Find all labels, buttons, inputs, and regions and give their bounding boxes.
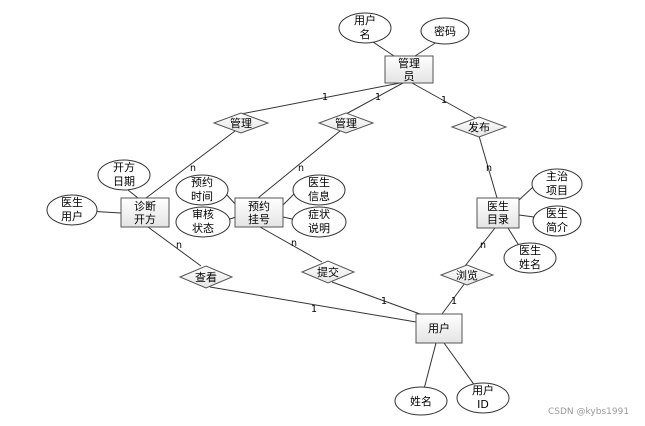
attribute-doctor-user-line2: 用户 bbox=[61, 209, 83, 223]
attribute-user-id-line1: 用户 bbox=[472, 383, 494, 397]
attribute-doctor-info-line1: 医生 bbox=[308, 175, 330, 189]
attribute-specialty-line2: 项目 bbox=[546, 184, 568, 197]
attribute-username: 用户 名 bbox=[338, 12, 392, 44]
watermark: CSDN @kybs1991 bbox=[548, 407, 630, 417]
attribute-symptom-desc: 症状 说明 bbox=[291, 206, 347, 238]
attribute-review-status: 审核 状态 bbox=[175, 206, 231, 238]
relationship-view: 查看 bbox=[178, 265, 234, 289]
entity-admin-label-line1: 管理 bbox=[398, 56, 420, 70]
attribute-symptom-desc-line1: 症状 bbox=[308, 207, 330, 221]
cardinality-admin-publish: 1 bbox=[441, 95, 447, 106]
attribute-doctor-intro: 医生 简介 bbox=[532, 205, 582, 237]
cardinality-browse-user: 1 bbox=[451, 296, 457, 307]
attribute-specialty: 主治 项目 bbox=[531, 168, 583, 200]
attribute-password-label: 密码 bbox=[434, 24, 456, 38]
cardinality-manage1-diagnosis: n bbox=[190, 163, 196, 174]
relationship-manage-1: 管理 bbox=[212, 112, 270, 134]
cardinality-labels: 1 1 1 n n n n n n 1 1 1 bbox=[176, 92, 492, 315]
relationship-view-label: 查看 bbox=[195, 270, 217, 284]
attribute-prescription-date-line1: 开方 bbox=[113, 160, 135, 174]
attribute-password: 密码 bbox=[420, 17, 470, 45]
attribute-doctor-info: 医生 信息 bbox=[292, 174, 346, 206]
entity-diagnosis-label-line1: 诊断 bbox=[134, 199, 156, 213]
attribute-prescription-date-line2: 日期 bbox=[113, 175, 135, 188]
attribute-symptom-desc-line2: 说明 bbox=[308, 221, 330, 235]
entity-appointment-label-line1: 预约 bbox=[248, 200, 270, 213]
attribute-review-status-line1: 审核 bbox=[192, 207, 214, 221]
cardinality-admin-manage1: 1 bbox=[322, 92, 328, 103]
entity-appointment: 预约 挂号 bbox=[234, 197, 284, 228]
attribute-user-id: 用户 ID bbox=[456, 382, 510, 414]
entity-admin: 管理 员 bbox=[384, 55, 434, 84]
cardinality-publish-doctorlist: n bbox=[486, 163, 492, 174]
relationship-submit: 提交 bbox=[300, 260, 356, 284]
relationship-manage-2-label: 管理 bbox=[335, 116, 357, 130]
attribute-doctor-name: 医生 姓名 bbox=[503, 242, 557, 274]
entity-diagnosis-label-line2: 开方 bbox=[134, 212, 156, 226]
attribute-review-status-line2: 状态 bbox=[192, 221, 214, 235]
relationship-manage-2: 管理 bbox=[317, 112, 375, 134]
entity-doctor-list-label-line2: 目录 bbox=[487, 213, 509, 226]
relationship-browse-label: 浏览 bbox=[456, 268, 478, 282]
attribute-doctor-user: 医生 用户 bbox=[46, 194, 98, 226]
attribute-prescription-date: 开方 日期 bbox=[97, 159, 151, 191]
attribute-appointment-time-line1: 预约 bbox=[191, 176, 213, 189]
cardinality-submit-user: 1 bbox=[381, 296, 387, 307]
entity-user-label: 用户 bbox=[428, 321, 450, 335]
attribute-user-name-label: 姓名 bbox=[410, 394, 432, 408]
attribute-specialty-line1: 主治 bbox=[546, 169, 568, 183]
attribute-user-id-line2: ID bbox=[477, 398, 489, 411]
attribute-doctor-name-line1: 医生 bbox=[519, 243, 541, 257]
entity-doctor-list-label-line1: 医生 bbox=[487, 199, 509, 213]
attribute-doctor-intro-line1: 医生 bbox=[546, 206, 568, 220]
attribute-doctor-user-line1: 医生 bbox=[61, 195, 83, 209]
relationship-publish: 发布 bbox=[450, 116, 508, 138]
relationship-submit-label: 提交 bbox=[317, 265, 339, 279]
attribute-doctor-name-line2: 姓名 bbox=[519, 257, 541, 271]
entity-admin-label-line2: 员 bbox=[404, 70, 415, 83]
entity-user: 用户 bbox=[415, 313, 463, 344]
attribute-doctor-intro-line2: 简介 bbox=[546, 220, 568, 234]
entity-doctor-list: 医生 目录 bbox=[476, 197, 520, 229]
cardinality-manage2-appointment: n bbox=[298, 163, 304, 174]
relationship-manage-1-label: 管理 bbox=[230, 116, 252, 130]
attribute-username-line1: 用户 bbox=[354, 13, 376, 27]
cardinality-appointment-submit: n bbox=[291, 238, 297, 249]
attribute-doctor-info-line2: 信息 bbox=[308, 189, 330, 203]
attribute-username-line2: 名 bbox=[360, 27, 371, 41]
cardinality-admin-manage2: 1 bbox=[375, 92, 381, 103]
attribute-appointment-time: 预约 时间 bbox=[175, 174, 229, 206]
cardinality-view-user: 1 bbox=[311, 304, 317, 315]
relationship-publish-label: 发布 bbox=[468, 120, 490, 134]
entity-diagnosis: 诊断 开方 bbox=[120, 197, 170, 228]
cardinality-diagnosis-view: n bbox=[176, 240, 182, 251]
cardinality-doctorlist-browse: n bbox=[480, 240, 486, 251]
attribute-appointment-time-line2: 时间 bbox=[191, 190, 213, 203]
relationship-browse: 浏览 bbox=[439, 264, 495, 286]
connector-lines bbox=[86, 39, 535, 391]
entity-appointment-label-line2: 挂号 bbox=[248, 212, 270, 226]
attribute-user-name: 姓名 bbox=[394, 386, 448, 416]
